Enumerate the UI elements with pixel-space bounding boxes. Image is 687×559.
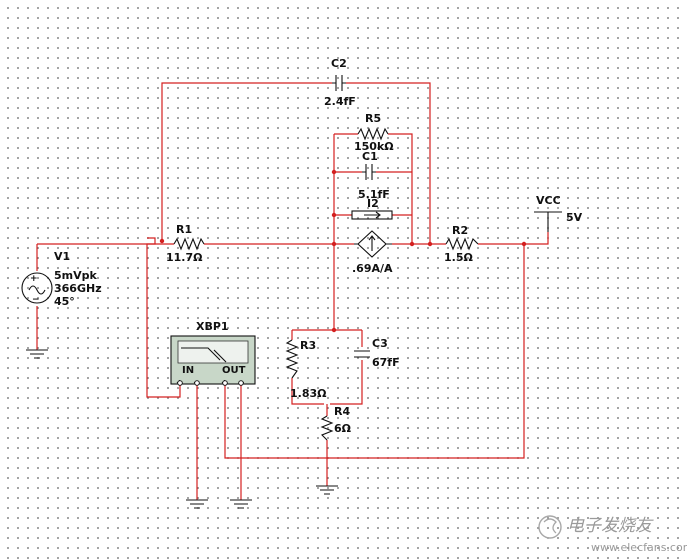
junctions — [159, 169, 527, 333]
c2-name: C2 — [331, 57, 347, 70]
c1-name: C1 — [362, 150, 378, 163]
r2-name: R2 — [452, 224, 468, 237]
xbp1-out-label: OUT — [222, 365, 246, 376]
xbp1-pin[interactable] — [238, 380, 244, 386]
v1-amplitude: 5mVpk — [54, 269, 98, 282]
junction-dot — [409, 241, 415, 247]
watermark-brand: 电子发烧友 — [567, 516, 654, 536]
resistor-r3[interactable]: R3 1.83Ω — [285, 339, 327, 400]
junction-dot — [331, 241, 337, 247]
capacitor-c3[interactable]: C3 67fF — [354, 337, 400, 369]
i2-name: I2 — [367, 197, 379, 210]
ground-symbol — [316, 485, 338, 495]
r1-value: 11.7Ω — [166, 251, 203, 264]
r3-value: 1.83Ω — [290, 387, 327, 400]
wires — [36, 82, 549, 500]
junction-dot — [427, 241, 433, 247]
v1-name: V1 — [54, 250, 70, 263]
vcc-name: VCC — [536, 194, 561, 207]
junction-dot — [331, 327, 337, 333]
xbp1-name: XBP1 — [196, 320, 229, 333]
c2-value: 2.4fF — [324, 95, 356, 108]
r5-value: 150kΩ — [354, 140, 394, 153]
capacitor-c2[interactable]: C2 2.4fF — [324, 57, 356, 108]
current-source-i2[interactable]: I2 .69A/A — [351, 197, 393, 275]
r1-name: R1 — [176, 223, 192, 236]
v1-plus-sign: + — [30, 274, 38, 284]
xbp1-pin[interactable] — [177, 380, 183, 386]
junction-dot — [521, 241, 527, 247]
resistor-r2[interactable]: R2 1.5Ω — [444, 224, 479, 264]
resistor-r1[interactable]: R1 11.7Ω — [166, 223, 205, 264]
r4-name: R4 — [334, 405, 350, 418]
r2-value: 1.5Ω — [444, 251, 473, 264]
xbp1-pin[interactable] — [222, 380, 228, 386]
vcc-source[interactable]: VCC 5V — [534, 194, 583, 232]
capacitor-c1[interactable]: C1 5.1fF — [358, 150, 390, 201]
resistor-r4[interactable]: R4 6Ω — [320, 405, 352, 441]
junction-dot — [331, 169, 337, 175]
junction-dot — [331, 212, 337, 218]
xbp1-pin[interactable] — [194, 380, 200, 386]
c1-value: 5.1fF — [358, 188, 390, 201]
ground-symbol — [186, 499, 208, 509]
xbp1-in-label: IN — [182, 365, 194, 376]
resistor-r5[interactable]: R5 150kΩ — [354, 112, 394, 153]
v1-phase: 45° — [54, 295, 75, 308]
c3-value: 67fF — [372, 356, 400, 369]
r5-name: R5 — [365, 112, 381, 125]
watermark-url: www.elecfans.com — [591, 541, 687, 554]
c3-name: C3 — [372, 337, 388, 350]
ground-symbol — [230, 499, 252, 509]
bode-plotter-xbp1[interactable]: XBP1 IN OUT + − + − — [170, 320, 256, 387]
ac-voltage-source-v1[interactable]: + − V1 5mVpk 366GHz 45° — [21, 250, 102, 308]
vcc-value: 5V — [566, 211, 583, 224]
r3-name: R3 — [300, 339, 316, 352]
junction-dot — [159, 238, 165, 244]
ground-symbol — [26, 349, 48, 359]
i2-value: .69A/A — [352, 262, 393, 275]
v1-minus-sign: − — [32, 295, 40, 305]
r4-value: 6Ω — [334, 422, 352, 435]
v1-frequency: 366GHz — [54, 282, 102, 295]
watermark-logo: 电子发烧友 www.elecfans.com — [538, 515, 687, 554]
